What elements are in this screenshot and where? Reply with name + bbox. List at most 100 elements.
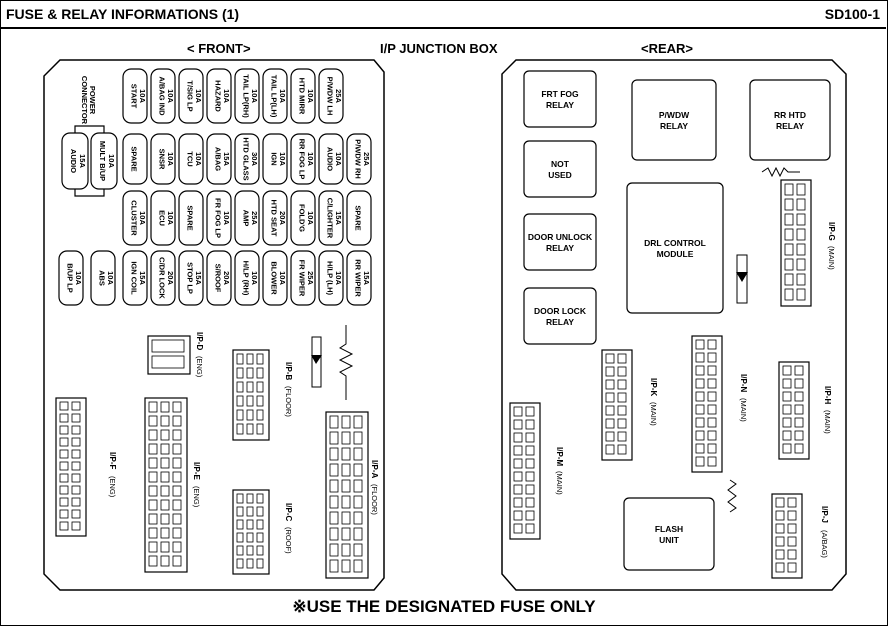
fuse-rating: 10A [250,271,259,285]
connector-i-p-f: I/P-F (ENG) [55,397,117,537]
fuse-name: C/DR LOCK [158,257,167,299]
connector-desc: (ROOF) [284,527,293,554]
connector-desc: (ENG) [195,356,204,378]
connector-id: I/P-F [108,452,117,469]
fuse-rating: 10A [194,152,203,166]
connector-desc: (MAIN) [649,402,658,426]
relay-label-1: DOOR LOCK [534,306,587,316]
relay-label-2: MODULE [657,249,694,259]
connector-desc: (ENG) [108,476,117,498]
junction-box-title: I/P JUNCTION BOX [380,41,498,56]
fuse-name: P/WDW LH [326,77,335,116]
relay-label-1: RR HTD [774,110,806,120]
connector-id: I/P-K [649,378,658,396]
fuse-rating: 10A [166,89,175,103]
fuse-rating: 10A [334,152,343,166]
fuse-rating: 15A [194,271,203,285]
connector-id: I/P-A [370,460,379,478]
relay-label-1: FRT FOG [541,89,579,99]
svg-text:CONNECTOR: CONNECTOR [80,76,89,125]
relay-label-2: USED [548,170,572,180]
fuse-name: IGN [270,152,279,165]
fuse-name: P/WDW RH [354,139,363,179]
connector-id: I/P-M [555,447,564,466]
fuse-rating: 25A [250,211,259,225]
connector-desc: (MAIN) [739,398,748,422]
rear-panel-outline [501,59,847,591]
fuse-name: HTD SEAT [270,200,279,237]
fuse-name: AUDIO [326,147,335,171]
fuse-name: H/LP (LH) [326,261,335,296]
fuse-rating: 25A [306,271,315,285]
relay-label-2: RELAY [546,243,574,253]
connector-desc: (ENG) [192,486,201,508]
fuse-spare: SPARE [122,133,148,185]
fuse-rating: 10A [306,89,315,103]
connector-id: I/P-E [192,462,201,480]
relay-label-1: NOT [551,159,570,169]
fuse-name: FOLD'G [298,204,307,232]
fuse-name: FR FOG LP [214,198,223,238]
fuse-rating: 15A [334,211,343,225]
svg-text:POWER: POWER [88,86,97,115]
connector-i-p-g: I/P-G(MAIN) [780,179,836,307]
fuse-name: IGN COIL [130,261,139,295]
relay-label-1: P/WDW [659,110,690,120]
fuse-name: FR WIPER [298,260,307,297]
fuse-rating: 10A [138,211,147,225]
fuse-rating: 10A [306,211,315,225]
fuse-rating: 10A [278,89,287,103]
header-bar: FUSE & RELAY INFORMATIONS (1) SD100-1 [0,0,886,29]
relay-label-1: FLASH [655,524,683,534]
connector-id: I/P-C [284,503,293,521]
fuse-name: HTD GLASS [242,137,251,180]
fuse-name: H/LP (RH) [242,261,251,296]
fuse-name: SPARE [130,146,139,171]
fuse-spare: SPARE [346,190,372,246]
connector-i-p-m: I/P-M(MAIN) [509,402,564,540]
fuse-h-lp-rh-10a: H/LP (RH)10A [234,250,260,306]
fuse-name: T/SIG LP [186,80,195,111]
fuse-name: BLOWER [270,261,279,295]
diode-symbol-rear [736,272,748,282]
resistor-symbol [338,325,354,400]
fuse-rating: 10A [222,211,231,225]
fuse-rating: 10A [222,89,231,103]
connector-id: I/P-D [195,332,204,350]
fuse-rating: 10A [74,271,83,285]
fuse-rating: 15A [362,271,371,285]
diode-symbol [311,355,322,364]
fuse-name: B/UP LP [66,263,75,292]
fuse-rating: 15A [222,152,231,166]
fuse-name: TCU [186,151,195,166]
fuse-rating: 20A [222,271,231,285]
rear-label: <REAR> [641,41,694,56]
front-label: < FRONT> [187,41,251,56]
fuse-name: RR FOG LP [298,139,307,180]
svg-text:MULT B/UP: MULT B/UP [98,141,107,181]
fuse-name: HTD MIRR [298,78,307,115]
fuse-name: ABS [98,270,107,286]
connector-i-p-h: I/P-H(MAIN) [778,361,832,460]
fuse-rating: 10A [278,152,287,166]
connector-id: I/P-N [739,374,748,392]
